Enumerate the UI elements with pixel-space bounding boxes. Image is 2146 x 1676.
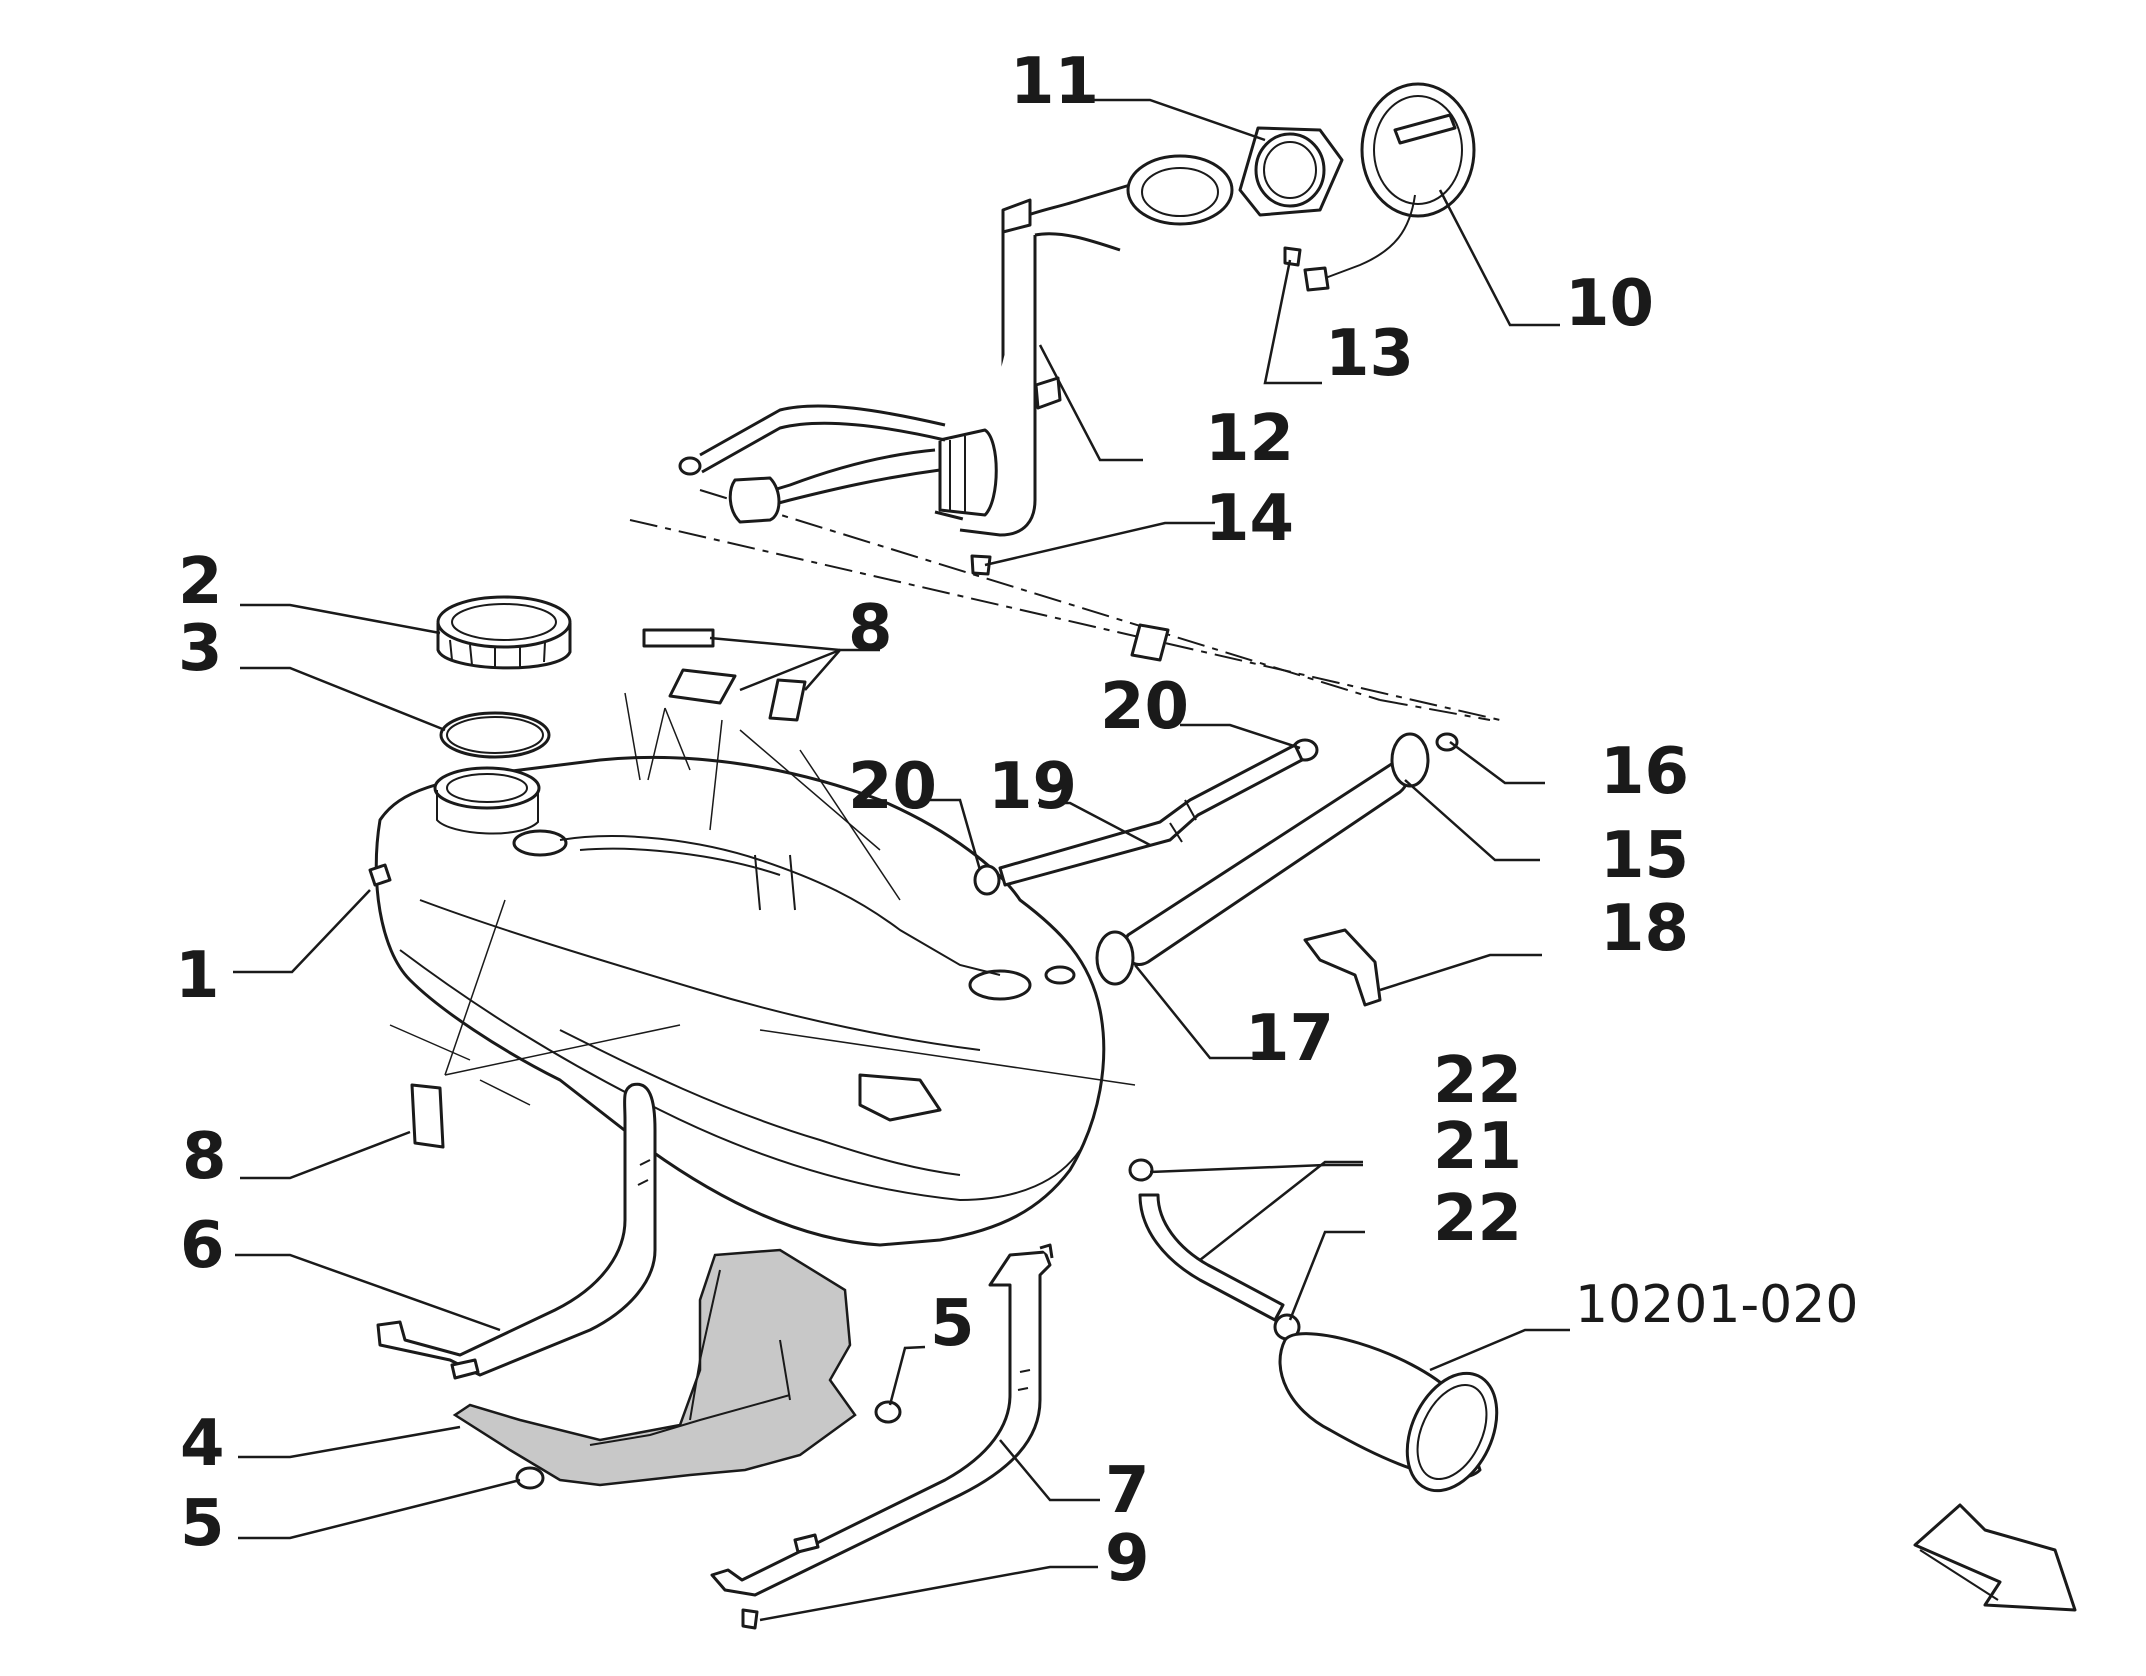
callout-12: 12 bbox=[1205, 402, 1294, 476]
callout-labels: 1 2 3 4 5 5 6 7 8 8 9 10 11 12 13 14 15 … bbox=[175, 45, 1858, 1596]
callout-1: 1 bbox=[175, 939, 220, 1013]
callout-15: 15 bbox=[1600, 819, 1689, 893]
direction-arrow bbox=[1913, 1503, 2077, 1612]
clip bbox=[1303, 928, 1382, 1007]
lock-ring bbox=[436, 595, 572, 670]
callout-5b: 5 bbox=[180, 1487, 225, 1561]
reference-code: 10201-020 bbox=[1575, 1275, 1858, 1335]
callout-20a: 20 bbox=[1100, 670, 1189, 744]
callout-3: 3 bbox=[178, 612, 223, 686]
clamps bbox=[973, 864, 1301, 1341]
assembly-dash-lines bbox=[629, 489, 1501, 721]
callout-4: 4 bbox=[180, 1407, 225, 1481]
callout-6: 6 bbox=[180, 1209, 225, 1283]
callout-14: 14 bbox=[1205, 482, 1294, 556]
filler-neck bbox=[678, 154, 1234, 537]
callout-13: 13 bbox=[1325, 317, 1414, 391]
leader-lines bbox=[233, 98, 1570, 1622]
callout-9: 9 bbox=[1105, 1522, 1150, 1596]
strap-left bbox=[376, 1082, 657, 1380]
callout-7: 7 bbox=[1105, 1454, 1150, 1528]
filter-canister bbox=[1278, 1332, 1499, 1493]
strap-right bbox=[710, 1243, 1054, 1597]
filler-housing bbox=[1238, 126, 1344, 217]
fuel-cap bbox=[1303, 82, 1476, 292]
pad-ghost-lines bbox=[389, 692, 1136, 1106]
callout-11: 11 bbox=[1010, 45, 1099, 119]
callout-16: 16 bbox=[1600, 735, 1689, 809]
callout-10: 10 bbox=[1565, 267, 1654, 341]
hoses bbox=[998, 623, 1430, 986]
pads bbox=[410, 628, 807, 1149]
callout-8b: 8 bbox=[848, 592, 893, 666]
breather-hose bbox=[1138, 1193, 1285, 1322]
callout-19: 19 bbox=[988, 750, 1077, 824]
callout-17: 17 bbox=[1245, 1002, 1334, 1076]
callout-2: 2 bbox=[178, 545, 223, 619]
callout-18: 18 bbox=[1600, 892, 1689, 966]
fuel-tank bbox=[368, 755, 1106, 1247]
callout-21: 21 bbox=[1433, 1110, 1522, 1184]
callout-22a: 22 bbox=[1433, 1044, 1522, 1118]
callout-5a: 5 bbox=[930, 1287, 975, 1361]
heat-shield bbox=[452, 1248, 857, 1487]
seal-ring bbox=[439, 711, 551, 759]
grommets bbox=[515, 1400, 902, 1490]
callout-8a: 8 bbox=[182, 1120, 227, 1194]
callout-22b: 22 bbox=[1433, 1182, 1522, 1256]
callout-20b: 20 bbox=[848, 750, 937, 824]
